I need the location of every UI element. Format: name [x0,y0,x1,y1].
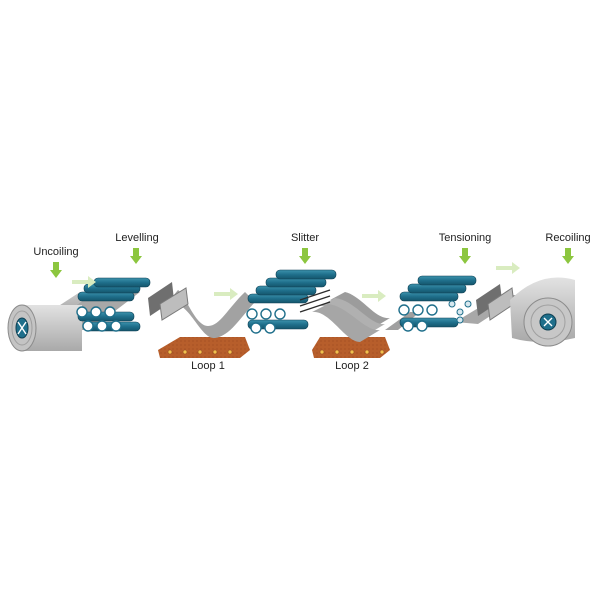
slitter-arrow-icon [299,248,311,264]
levelling-arrow-icon [130,248,142,264]
loop-1-pit [158,337,250,358]
uncoiler-coil [7,304,82,352]
tensioning-roller-stack [398,275,515,332]
slitter-roller-stack [246,269,337,334]
uncoiling-arrow-icon [50,262,62,278]
loop-2-label: Loop 2 [335,360,369,372]
recoiling-label: Recoiling [545,232,591,244]
recoiling-arrow-icon [562,248,574,264]
flow-arrows [72,262,520,302]
levelling-label: Levelling [115,232,159,244]
tensioning-arrow-icon [459,248,471,264]
loop-2-pit [312,337,390,358]
uncoiling-label: Uncoiling [33,246,79,258]
tensioning-label: Tensioning [438,232,492,244]
loop-1-label: Loop 1 [191,360,225,372]
levelling-roller-stack [76,277,189,332]
slitter-label: Slitter [290,232,320,244]
recoiler-coil [510,277,575,347]
